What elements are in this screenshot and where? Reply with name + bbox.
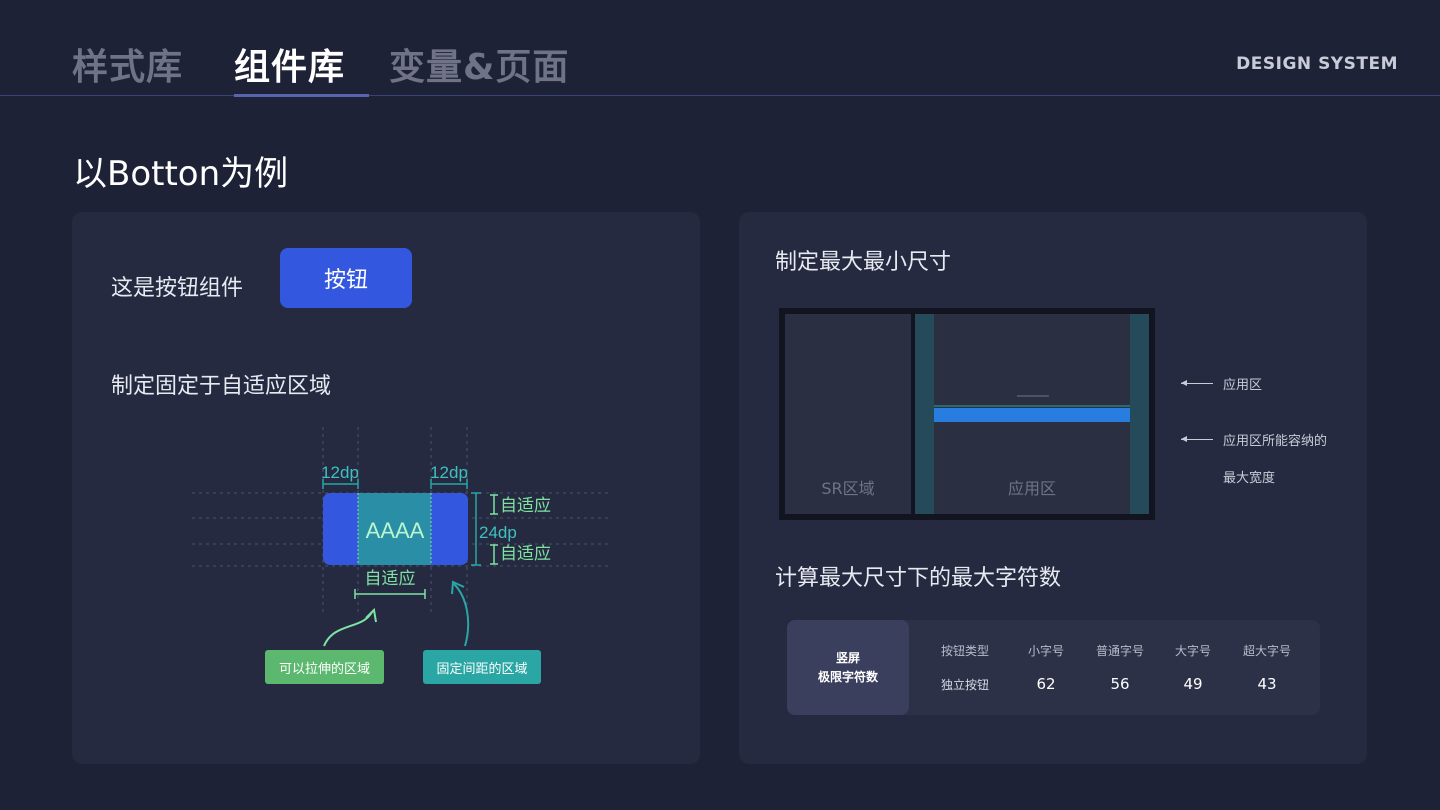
legend-max-width-text: 应用区所能容纳的	[1223, 434, 1328, 449]
max-char-title: 计算最大尺寸下的最大字符数	[775, 566, 1062, 591]
width-adaptive-label: 自适应	[365, 569, 416, 589]
max-width-bar	[934, 408, 1130, 422]
col-normal: 普通字号	[1095, 644, 1145, 658]
top-adaptive-label: 自适应	[500, 496, 551, 516]
table-head-line1: 竖屏	[835, 650, 860, 665]
cell-normal: 56	[1110, 675, 1130, 693]
cell-button-type: 独立按钮	[940, 678, 990, 692]
col-button-type: 按钮类型	[940, 644, 990, 658]
sr-area-label: SR区域	[821, 479, 874, 498]
content-text: AAAA	[366, 518, 425, 543]
demo-button[interactable]: 按钮	[280, 248, 412, 308]
right-padding-label: 12dp	[430, 463, 468, 482]
screen-layout-diagram: SR区域 应用区	[779, 308, 1155, 520]
cell-xlarge: 43	[1257, 675, 1277, 693]
top-header: 样式库 组件库 变量&页面 DESIGN SYSTEM	[0, 0, 1440, 97]
fixed-arrow	[453, 583, 470, 647]
bottom-adaptive-label: 自适应	[500, 544, 551, 564]
legend-app-area: 应用区	[1181, 374, 1262, 393]
arrow-left-icon	[1181, 380, 1213, 386]
sr-area	[785, 314, 911, 514]
table-head-line2: 极限字符数	[817, 669, 878, 684]
stretch-arrow	[323, 611, 373, 647]
active-tab-indicator	[234, 94, 369, 97]
right-card: 制定最大最小尺寸 SR区域 应用区 应用区 应用区所能容纳的 最大宽度 计算最大…	[739, 212, 1367, 764]
app-right-margin	[1130, 314, 1149, 514]
char-limit-table: 竖屏 极限字符数 按钮类型 小字号 普通字号 大字号 超大字号 独立按钮 62 …	[787, 620, 1320, 715]
left-card: 这是按钮组件 按钮 制定固定于自适应区域 1	[72, 212, 700, 764]
cell-large: 49	[1183, 675, 1203, 693]
tab-variables-pages[interactable]: 变量&页面	[389, 47, 570, 88]
legend-max-width: 应用区所能容纳的	[1181, 430, 1327, 449]
app-area-label: 应用区	[1008, 479, 1056, 498]
brand-label: DESIGN SYSTEM	[1236, 54, 1398, 74]
stretch-area-tag: 可以拉伸的区域	[265, 650, 384, 684]
left-padding-label: 12dp	[321, 463, 359, 482]
fixed-spacing-tag: 固定间距的区域	[423, 650, 541, 684]
legend-max-width-line2: 最大宽度	[1223, 471, 1276, 486]
cell-small: 62	[1036, 675, 1056, 693]
content-area	[358, 493, 431, 565]
legend-app-area-text: 应用区	[1223, 378, 1263, 393]
col-large: 大字号	[1174, 644, 1212, 658]
tab-component-library[interactable]: 组件库	[234, 47, 346, 88]
page-title: 以Botton为例	[73, 154, 289, 194]
col-small: 小字号	[1027, 644, 1065, 658]
button-layout-diagram: 12dp 12dp AAAA 24dp 自适应 自适应 自适应	[192, 427, 612, 647]
app-left-margin	[915, 314, 934, 514]
button-intro-label: 这是按钮组件	[111, 276, 244, 301]
tab-style-library[interactable]: 样式库	[72, 47, 184, 88]
table-row-header: 竖屏 极限字符数	[787, 620, 909, 715]
col-xlarge: 超大字号	[1242, 644, 1292, 658]
fixed-adaptive-title: 制定固定于自适应区域	[111, 374, 332, 399]
height-label: 24dp	[479, 523, 517, 542]
min-max-size-title: 制定最大最小尺寸	[775, 250, 952, 275]
arrow-left-icon	[1181, 436, 1213, 442]
